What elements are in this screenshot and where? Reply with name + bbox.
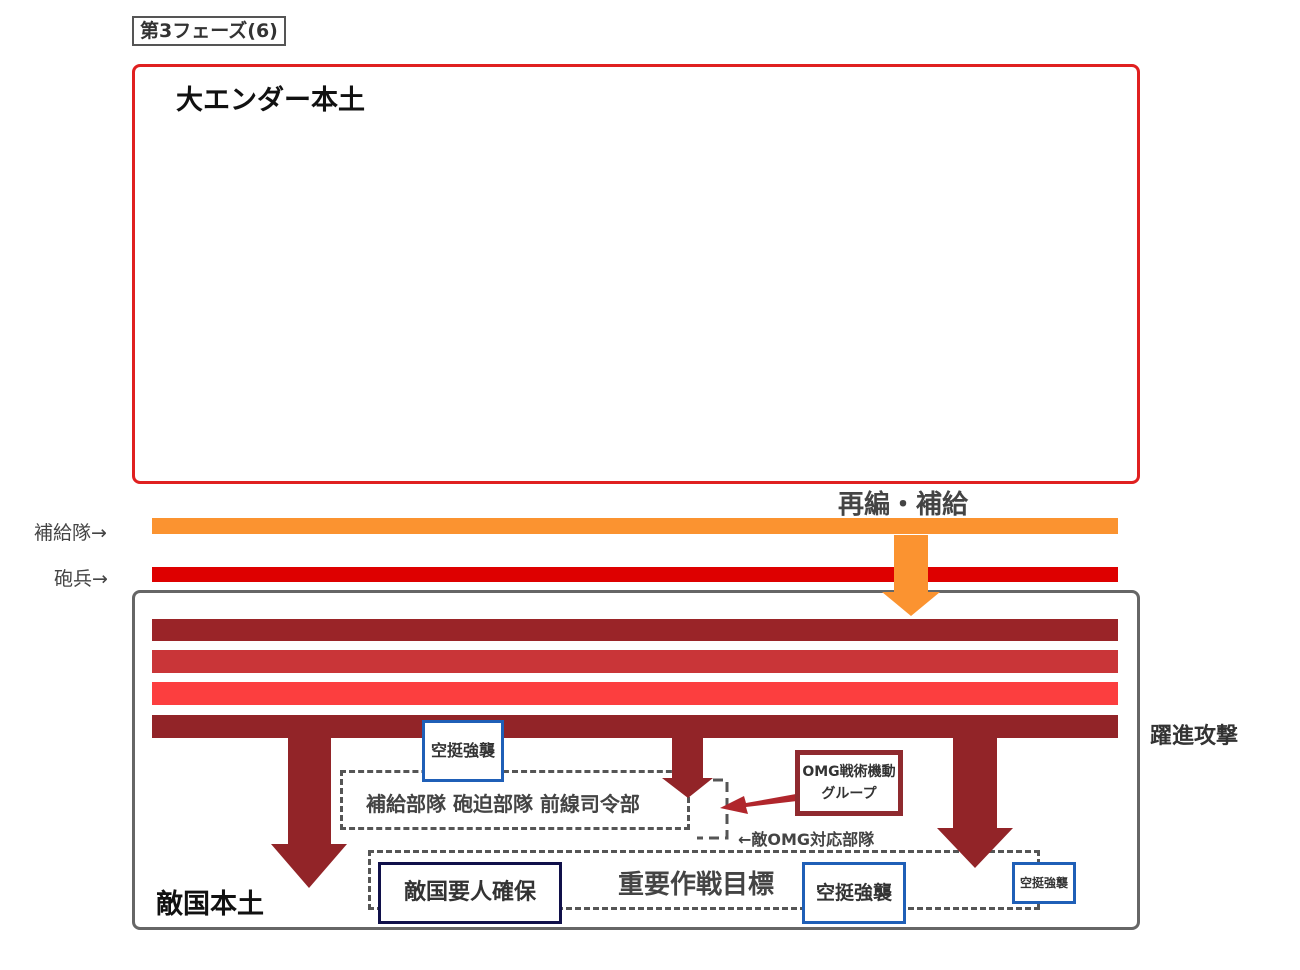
homeland-title: 大エンダー本土 [176,85,365,116]
leap-attack-label: 躍進攻撃 [1150,724,1239,749]
airborne-assault-small: 空挺強襲 [1012,862,1076,904]
supply-line-bar [152,518,1118,534]
artillery-line-label: 砲兵→ [54,568,108,590]
enemy-region [132,590,1140,930]
omg-line-1: OMG戦術機動 [802,764,896,780]
advance-arrow-right [937,738,1013,868]
artillery-line-bar [152,567,1118,582]
counter-omg-label: ←敵OMG対応部隊 [738,830,875,849]
attack-band-4 [152,715,1118,738]
key-target-label: 重要作戦目標 [618,870,775,900]
omg-line-2: グループ [821,786,877,802]
homeland-region [132,64,1140,484]
attack-band-2 [152,650,1118,673]
resupply-arrow [882,535,940,616]
reorg-label: 再編・補給 [838,490,969,520]
advance-arrow-left [271,738,347,888]
airborne-assault-top: 空挺強襲 [422,720,504,782]
rear-units-box [340,770,690,830]
attack-band-3 [152,682,1118,705]
phase-tag: 第3フェーズ(6) [132,16,286,46]
secure-vip-box: 敵国要人確保 [378,862,562,924]
omg-group-box: OMG戦術機動 グループ [795,750,903,816]
supply-line-label: 補給隊→ [34,522,107,544]
advance-arrow-middle [662,738,713,798]
omg-arrow [720,794,797,814]
counter-unit-bracket [697,778,729,840]
attack-band-1 [152,619,1118,641]
rear-units-label: 補給部隊 砲迫部隊 前線司令部 [366,792,640,816]
airborne-assault-main: 空挺強襲 [802,862,906,924]
enemy-title: 敵国本土 [156,889,264,920]
